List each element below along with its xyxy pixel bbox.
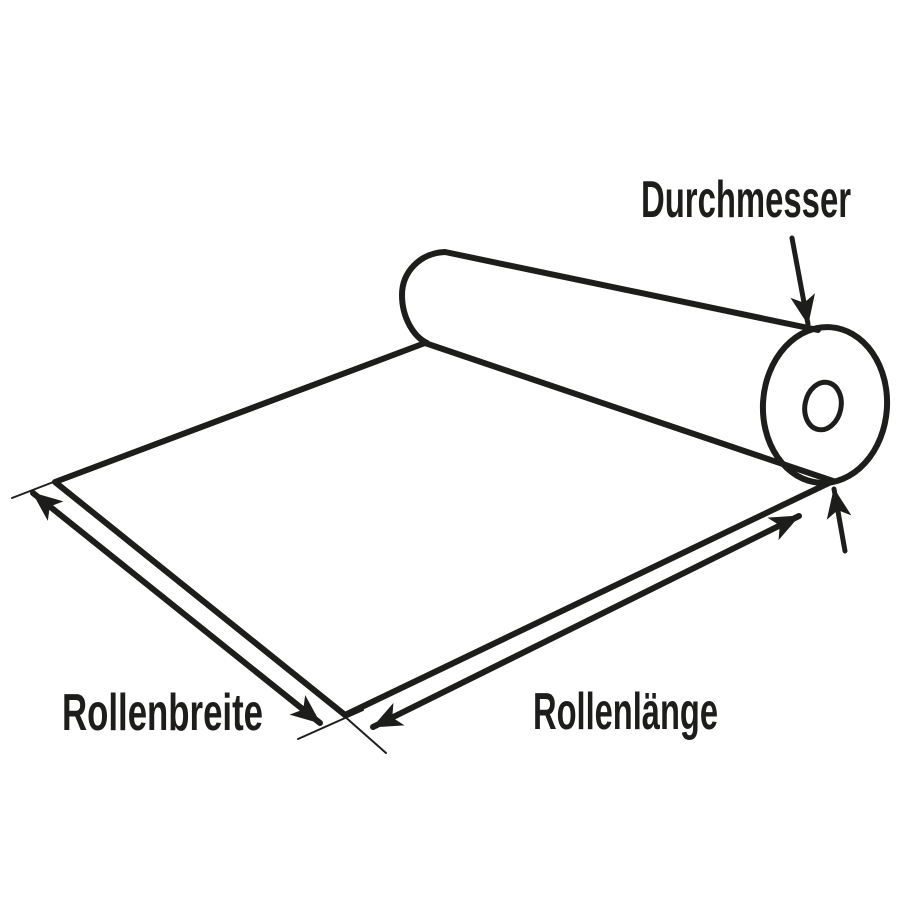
diameter-arrow-top (789, 235, 815, 327)
extension-tick-left-corner (11, 480, 57, 499)
extension-tick-bottom-corner-right (342, 714, 387, 754)
length-dimension-arrow (370, 513, 802, 730)
roll-length-label: Rollenlänge (533, 683, 718, 741)
roll-end-face (759, 324, 891, 486)
diameter-label: Durchmesser (641, 171, 851, 229)
diameter-arrow-bottom (826, 486, 852, 554)
sheet-outline (52, 340, 836, 718)
roll-width-label: Rollenbreite (62, 684, 263, 742)
width-dimension-arrow (30, 490, 323, 726)
extension-tick-bottom-corner-left (297, 709, 364, 740)
roll-body-outline (399, 249, 821, 346)
roll-core-hole (802, 379, 844, 433)
